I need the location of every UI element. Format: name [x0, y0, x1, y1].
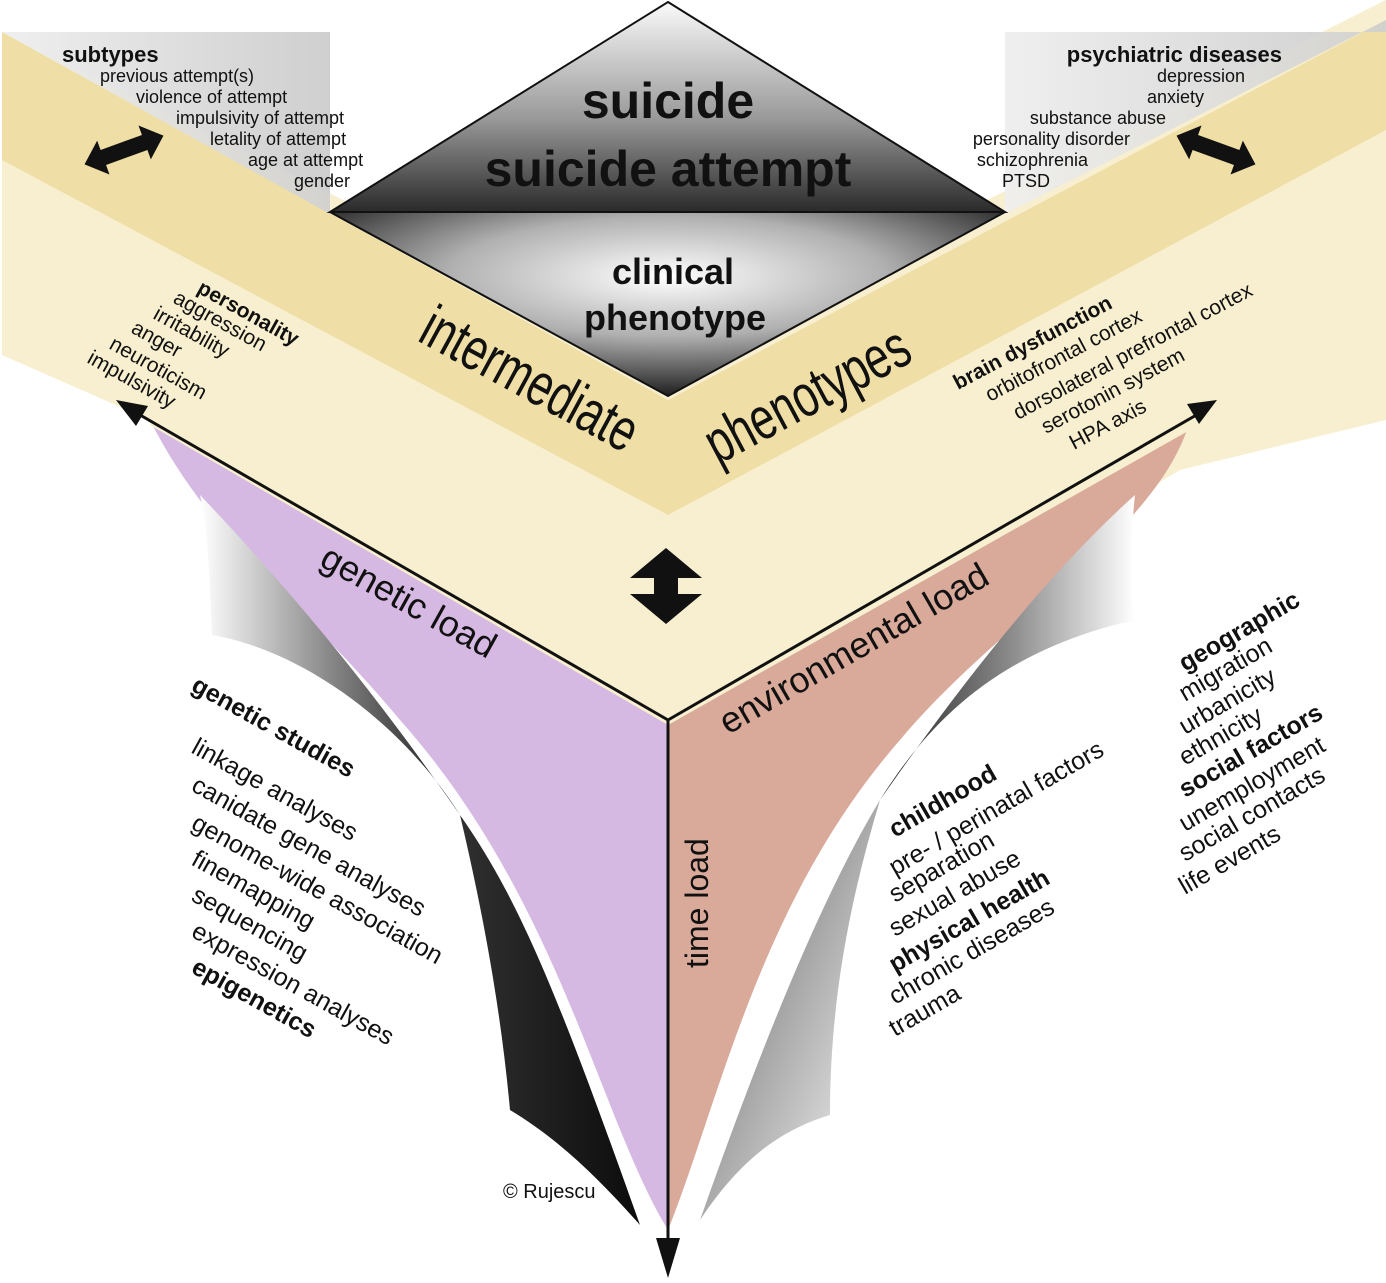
phenotype-band — [2, 20, 1386, 515]
phenotype-label: phenotype — [584, 297, 766, 338]
vertical-double-arrow-icon — [630, 548, 702, 624]
subtypes-heading: subtypes — [62, 42, 159, 67]
right-double-arrow-icon — [1176, 125, 1256, 175]
list-item: previous attempt(s) — [100, 66, 254, 86]
list-item: personality disorder — [973, 129, 1130, 149]
clinical-label: clinical — [612, 251, 734, 292]
list-item: depression — [1157, 66, 1245, 86]
left-horn-lower — [460, 815, 640, 1225]
psychiatric-list: depression anxiety substance abuse perso… — [973, 66, 1245, 191]
right-horn-lower — [700, 800, 880, 1220]
list-item: gender — [294, 171, 350, 191]
environmental-load-region — [668, 420, 1190, 1230]
title-suicide: suicide — [582, 73, 754, 129]
axis-time-arrowhead — [656, 1238, 680, 1278]
subtypes-wedge — [2, 32, 330, 214]
left-horn-upper — [200, 495, 460, 815]
list-item: PTSD — [1002, 171, 1050, 191]
psychiatric-wedge — [1005, 20, 1386, 214]
psychiatric-heading: psychiatric diseases — [1067, 42, 1282, 67]
axis-environmental — [667, 408, 1206, 722]
axis-genetic — [127, 406, 669, 722]
time-load-label: time load — [679, 838, 715, 968]
list-item: substance abuse — [1030, 108, 1166, 128]
title-suicide-attempt: suicide attempt — [485, 141, 852, 197]
list-item: age at attempt — [248, 150, 363, 170]
list-item: violence of attempt — [136, 87, 287, 107]
axis-genetic-arrowhead — [116, 400, 148, 426]
list-item: impulsivity of attempt — [176, 108, 344, 128]
list-item: schizophrenia — [977, 150, 1089, 170]
copyright: © Rujescu — [503, 1181, 596, 1203]
subtypes-list: previous attempt(s) violence of attempt … — [100, 66, 363, 191]
right-horn-upper — [880, 495, 1135, 800]
list-item: anxiety — [1147, 87, 1204, 107]
axis-environmental-arrowhead — [1187, 400, 1217, 424]
list-item: letality of attempt — [210, 129, 346, 149]
left-double-arrow-icon — [84, 125, 164, 175]
